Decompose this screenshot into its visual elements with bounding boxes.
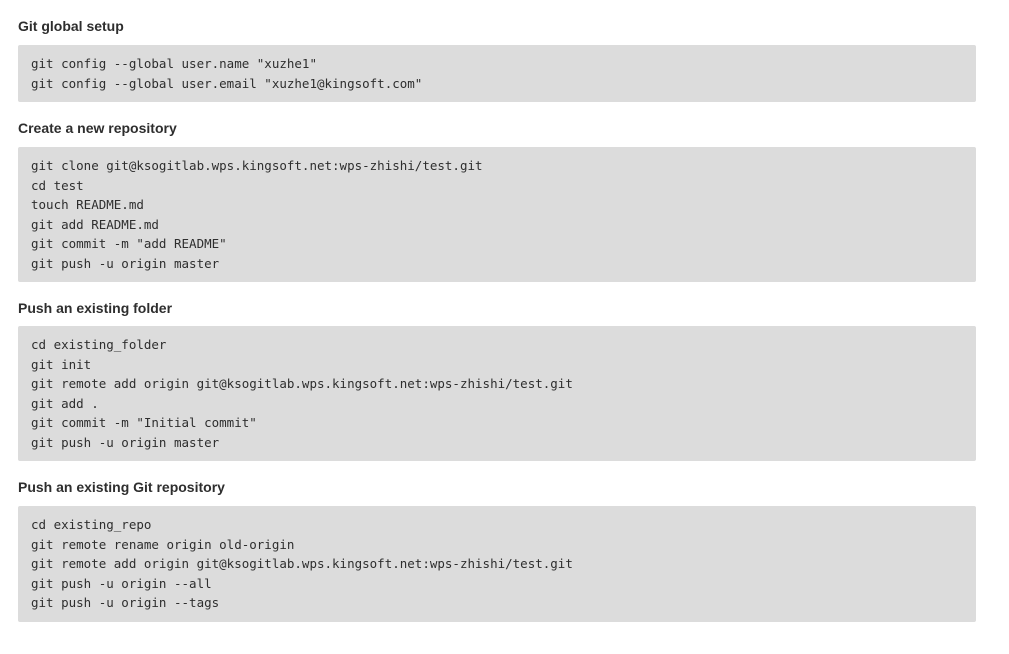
code-line: git config --global user.name "xuzhe1" [31, 56, 317, 71]
code-line: git add README.md [31, 216, 159, 232]
code-line: git push -u origin --tags [31, 595, 220, 610]
code-block-new-repository[interactable]: git clone git@ksogitlab.wps.kingsoft.net… [18, 147, 976, 282]
code-line: git commit -m "add README" [31, 236, 227, 251]
code-line: git add . [31, 395, 99, 411]
code-line: git push -u origin master [31, 255, 220, 271]
section-title-existing-repository: Push an existing Git repository [18, 479, 225, 495]
code-line: cd test [31, 177, 84, 193]
code-line: git push -u origin master [31, 434, 220, 450]
code-line: cd existing_folder [31, 337, 167, 352]
section-title-existing-folder: Push an existing folder [18, 300, 173, 316]
section-title-new-repository: Create a new repository [18, 120, 177, 136]
code-block-global-setup[interactable]: git config --global user.name "xuzhe1" gi… [18, 45, 976, 102]
code-line: git remote add origin git@ksogitlab.wps.… [31, 376, 573, 391]
code-line: git init [31, 356, 92, 372]
code-line: touch README.md [31, 197, 144, 212]
code-line: git remote add origin git@ksogitlab.wps.… [31, 556, 573, 571]
code-line: git clone git@ksogitlab.wps.kingsoft.net… [31, 158, 483, 173]
code-line: git commit -m "Initial commit" [31, 415, 257, 430]
code-line: git remote rename origin old-origin [31, 536, 295, 552]
section-title-global-setup: Git global setup [18, 18, 124, 34]
code-line: git config --global user.email "xuzhe1@k… [31, 75, 423, 91]
code-line: cd existing_repo [31, 517, 152, 532]
code-line: git push -u origin --all [31, 575, 212, 591]
